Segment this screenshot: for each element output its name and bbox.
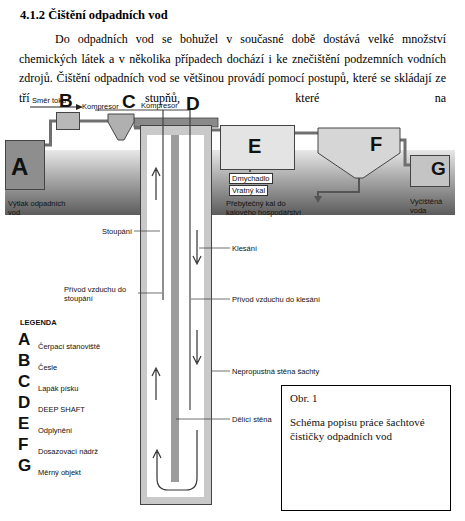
leader-line [176,419,230,420]
unit-shape [318,128,400,178]
plant-unit: C [108,114,134,140]
legend-letter: G [18,457,31,474]
unit-outline [318,128,400,178]
legend-letter: D [18,394,30,411]
pipe-connector [400,140,410,165]
flow-arrow-head [76,104,83,110]
pipe-connector [45,121,56,145]
unit-letter: G [431,159,446,178]
body-paragraph: Do odpadních vod se bohužel v současné d… [19,30,446,108]
unit-letter: A [11,155,28,179]
part-label: Přívod vzduchu do stoupání [64,285,138,303]
shaft-wall [140,125,212,505]
legend-letter: B [18,352,30,369]
unit-letter: F [370,134,382,154]
return-pipe [249,170,251,172]
fall-arrow [193,330,201,364]
part-label: Výtlak odpadních vod [8,199,66,217]
fall-arrow [193,230,201,264]
legend-text: Česle [38,363,57,372]
part-label: LEGENDA [20,318,57,327]
sludge-pipe [318,178,359,200]
fall-channel [179,135,204,485]
plant-unit: D [140,125,212,505]
legend-row: Měrný objekt [38,461,81,479]
plant-unit: G [410,155,450,187]
leader-line [211,371,230,372]
part-label: Stoupání [102,227,132,236]
legend-text: Měrný objekt [38,468,81,477]
part-label: Dělící stěna [232,415,272,424]
dividing-wall [171,135,179,482]
plant-unit: A [5,140,45,190]
legend-letter: E [18,415,29,432]
pipe-connector [212,129,220,132]
part-label: Klesání [232,244,257,253]
part-label: Nepropustná stěna šachty [232,367,342,376]
air-pipe [162,110,163,300]
legend-text: Odplynění [38,426,72,435]
unit-outline [108,114,134,140]
leader-line [199,248,230,249]
legend-text: Dosazovací nádrž [38,447,98,456]
pipe-connector [80,120,108,123]
plant-unit: E [220,125,295,170]
rise-arrow [152,368,160,400]
legend-letter: F [18,436,28,453]
part-label: Přívod vzduchu do klesání [232,295,342,304]
legend-letter: C [18,373,30,390]
rise-channel [147,135,171,485]
legend-text: Čerpací stanoviště [38,342,100,351]
air-pipe [189,110,190,410]
leader-line [134,231,160,232]
legend-row: Lapák písku [38,377,78,395]
part-label: Vyčištěná voda [410,197,454,215]
legend-letter: A [18,331,30,348]
part-label: Vratný kal [229,185,268,196]
legend-text: DEEP SHAFT [38,405,85,414]
plant-unit: F [318,128,400,178]
leader-line [138,293,162,294]
legend-row: Dosazovací nádrž [38,440,98,458]
figure-number: Obr. 1 [290,392,442,406]
part-label: Směr toku [32,96,66,105]
legend-text: Lapák písku [38,384,78,393]
legend-row: Odplynění [38,419,72,437]
pipe-connector [295,132,318,135]
caption-box: Obr. 1 Schéma popisu práce šachtové čisti… [281,385,451,511]
part-label: Dmychadlo [229,173,273,184]
legend-row: Česle [38,356,57,374]
figure-caption: Schéma popisu práce šachtové čističky od… [290,416,432,444]
sludge-arrow [314,196,322,203]
unit-letter: E [248,136,261,156]
legend-row: Čerpací stanoviště [38,335,100,353]
part-label: Přebytečný kal do kalového hospodářství [226,199,316,217]
part-label: Kompresor [82,102,119,111]
section-heading: 4.1.2 Čištění odpadních vod [20,8,168,23]
leader-line [191,299,230,300]
u-turn-arrow [153,430,197,490]
part-label: Kompresor [141,101,178,110]
legend-row: DEEP SHAFT [38,398,85,416]
plant-unit: B [56,112,80,130]
rise-arrow [152,168,160,200]
unit-shape [108,114,134,140]
